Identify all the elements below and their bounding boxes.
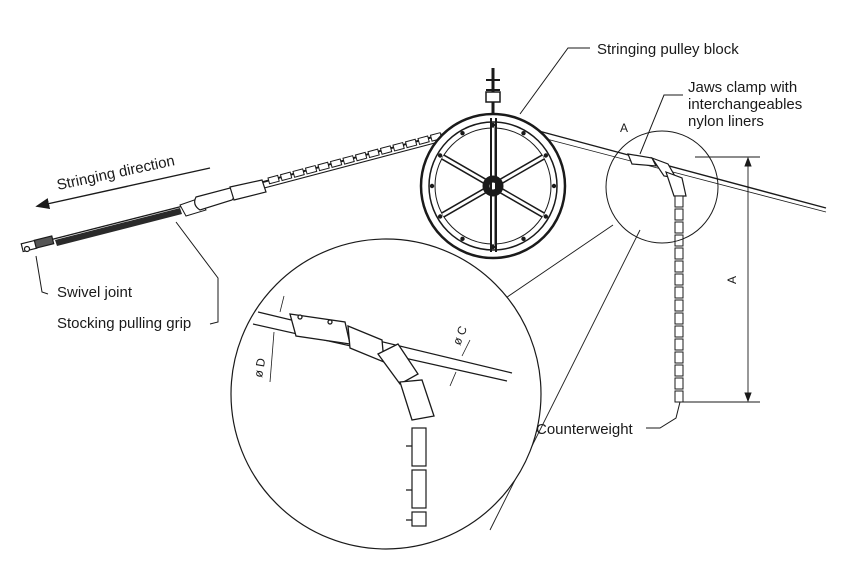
rope-link (292, 168, 305, 178)
rim-bolt (490, 244, 496, 250)
stocking-pulling-grip-shape (55, 179, 267, 246)
chain-link (674, 299, 684, 312)
rope-link (329, 158, 343, 168)
rope-link (354, 151, 368, 162)
rim-bolt (521, 130, 526, 136)
direction-arrow-icon (35, 167, 211, 210)
leader-lines (35, 47, 683, 429)
rim-bolt (460, 236, 465, 242)
detail-circle-small (605, 130, 719, 244)
dimension-a (680, 156, 760, 403)
rope-link (304, 164, 318, 175)
chain-link (674, 325, 684, 338)
rope-link (404, 138, 418, 149)
label-stringing-direction: Stringing direction (55, 152, 176, 194)
rim-bolt (460, 130, 465, 136)
chain-link (674, 312, 684, 325)
rim-bolt (551, 183, 557, 189)
chain-link (674, 338, 684, 351)
chain-link (674, 286, 684, 299)
chain-link (674, 260, 684, 273)
chain-link (674, 377, 684, 390)
rim-bolt (437, 153, 443, 158)
chain-link (674, 208, 684, 221)
label-diameter-d: ø D (251, 357, 268, 379)
chain-link (674, 390, 684, 403)
rim-bolt (543, 214, 549, 219)
rope-link (379, 145, 393, 155)
rope-link (279, 171, 293, 182)
label-dimension-a: A (725, 276, 739, 284)
rim-bolt (429, 183, 435, 189)
chain-link (674, 195, 684, 208)
jaws-clamp-shape (627, 153, 687, 197)
label-stocking-pulling-grip: Stocking pulling grip (57, 315, 191, 332)
rim-bolt (437, 214, 443, 219)
rope-link-section (267, 132, 443, 185)
label-jaws-clamp-1: Jaws clamp with (688, 79, 797, 96)
chain-link (674, 364, 684, 377)
chain-link (674, 273, 684, 286)
label-detail-marker-a: A (620, 121, 628, 135)
rope-link (342, 155, 355, 165)
rope-link (267, 174, 280, 185)
rope-link (317, 161, 330, 172)
chain-link (674, 221, 684, 234)
label-jaws-clamp-3: nylon liners (688, 113, 764, 130)
label-jaws-clamp-2: interchangeables (688, 96, 802, 113)
rim-bolt (521, 236, 526, 242)
detail-circle-large (230, 238, 542, 550)
label-counterweight: Counterweight (536, 421, 634, 438)
counterweight-chain-icon (674, 195, 684, 403)
rim-bolt (490, 122, 496, 128)
rim-bolt (543, 153, 549, 158)
rope-link (417, 135, 430, 145)
chain-link (674, 351, 684, 364)
label-stringing-pulley-block: Stringing pulley block (597, 41, 739, 58)
swivel-joint-icon (20, 235, 55, 253)
rope-link (367, 148, 380, 159)
label-swivel-joint: Swivel joint (57, 284, 133, 301)
label-diameter-c: ø C (450, 324, 470, 347)
rope-link (392, 141, 405, 152)
chain-link (674, 247, 684, 260)
pulley-wheel-icon (419, 68, 567, 260)
